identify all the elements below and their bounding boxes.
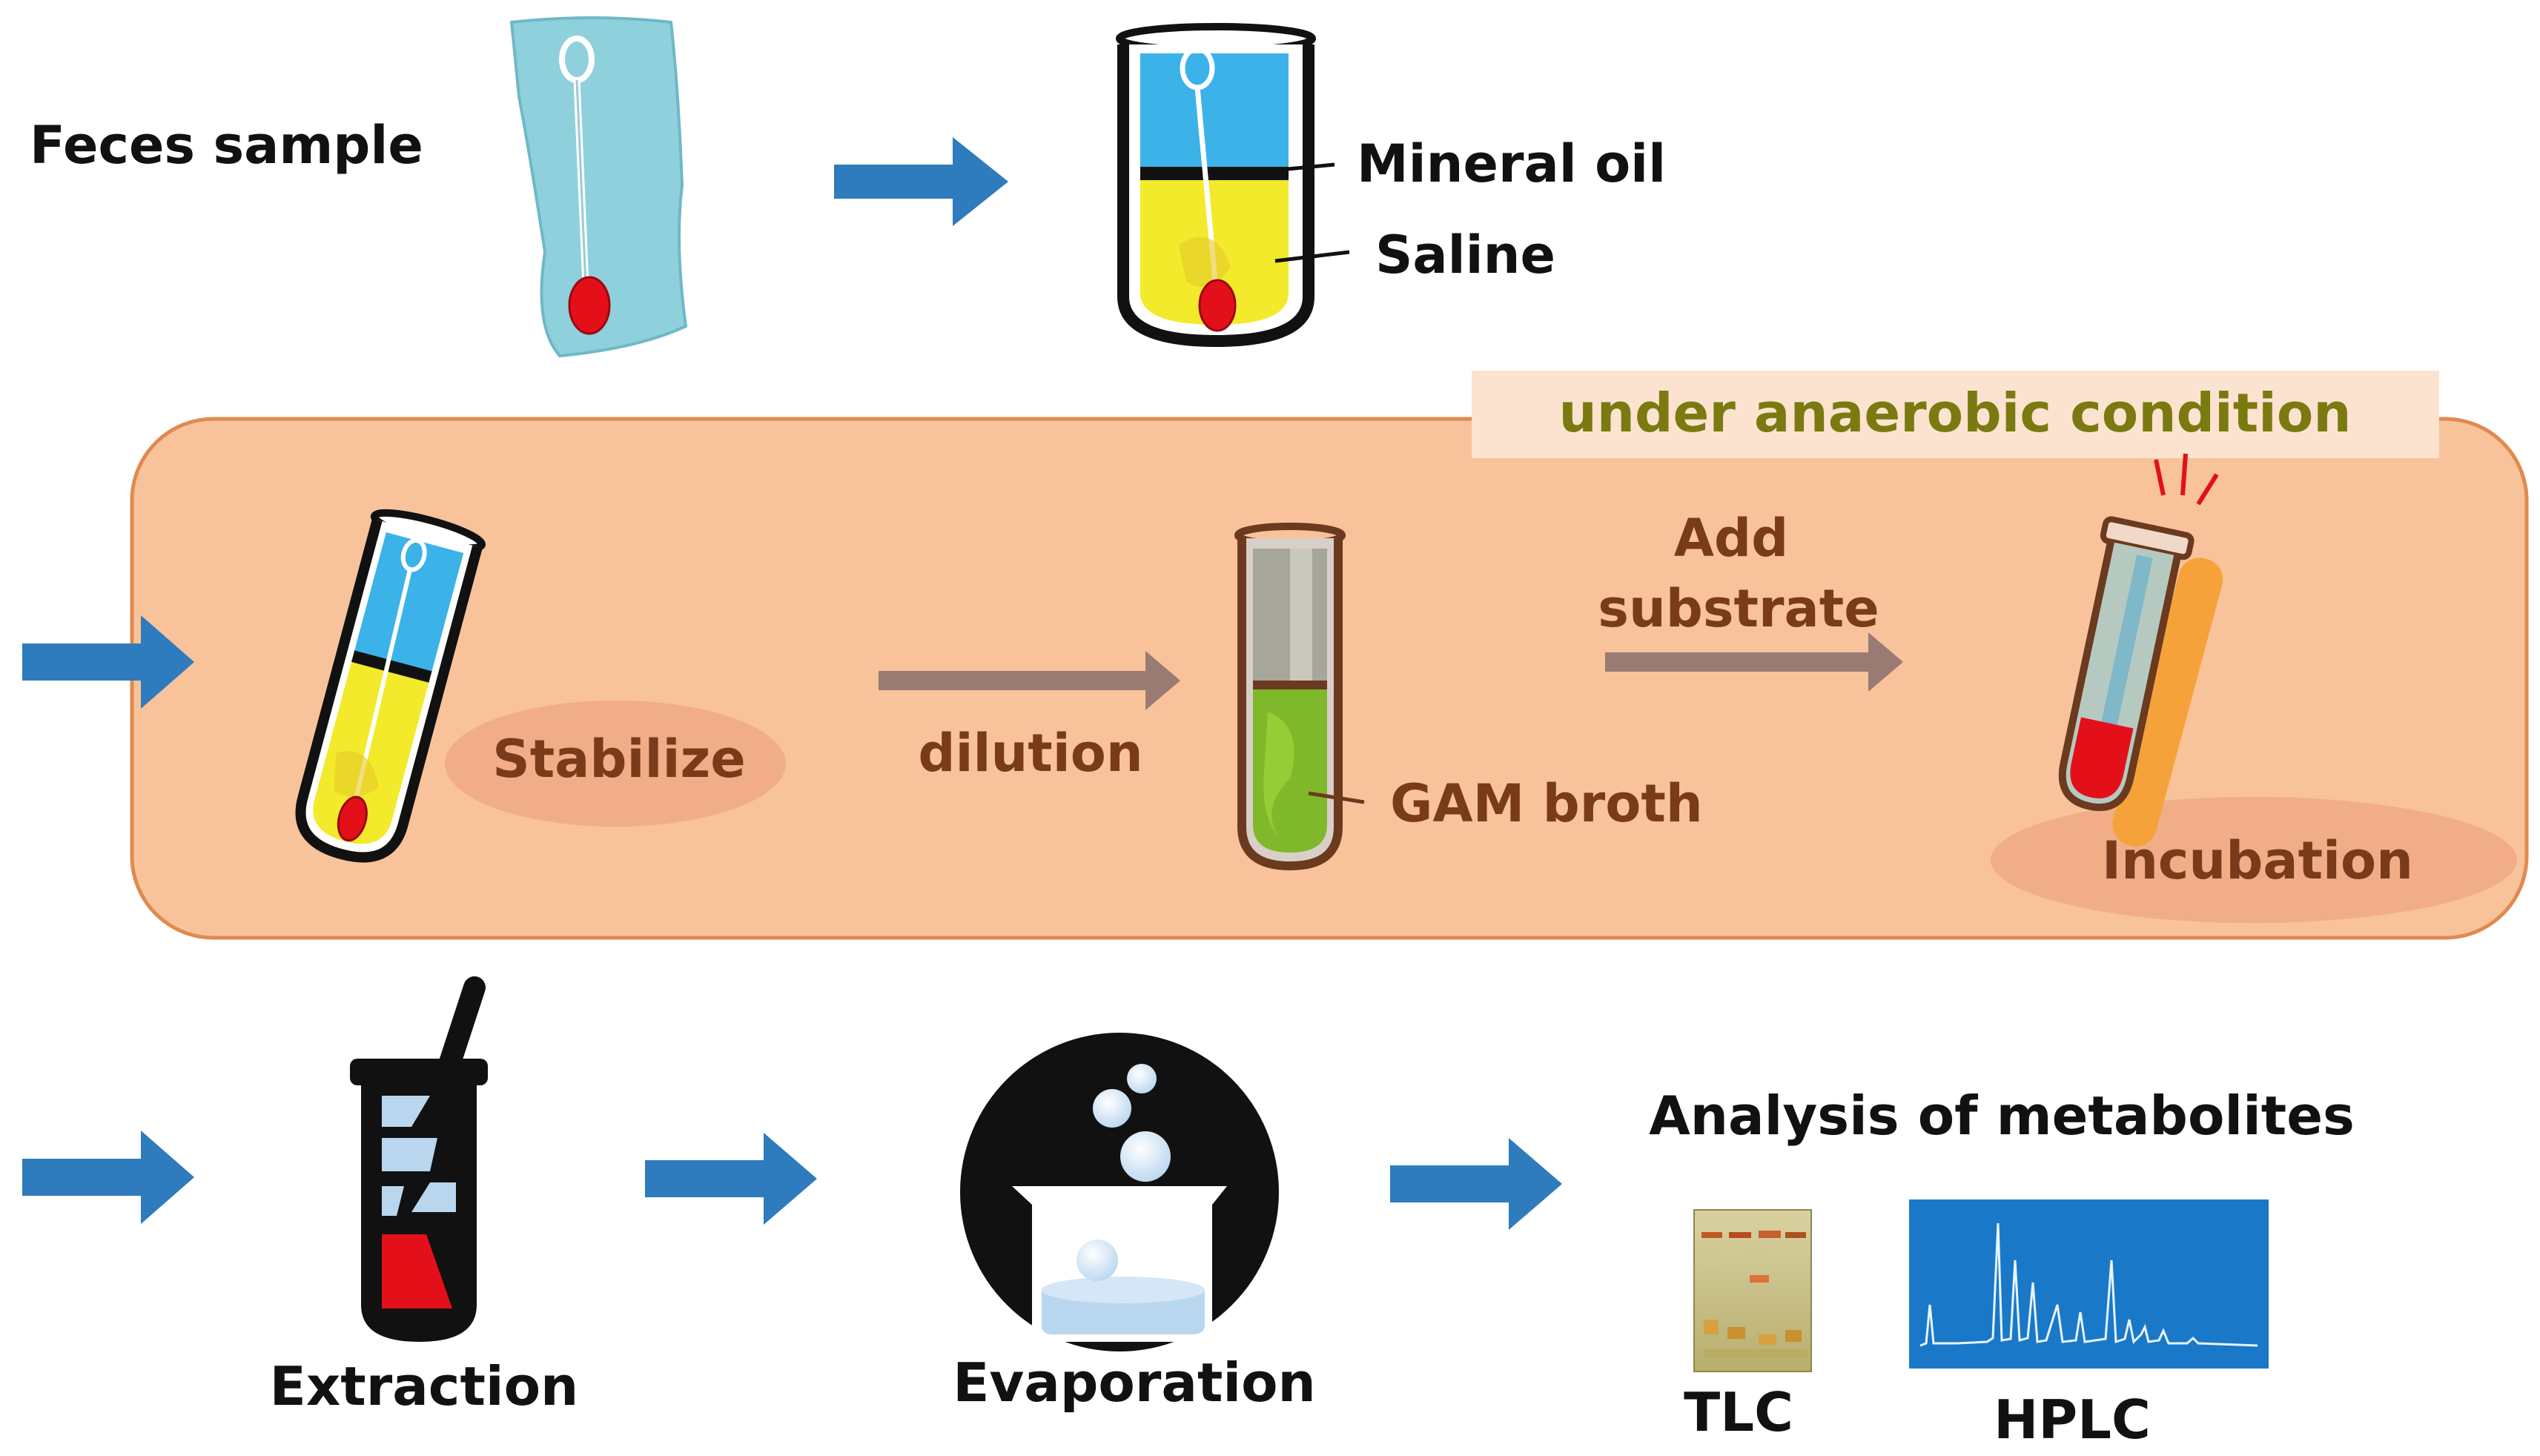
arrow-row3-left bbox=[22, 1131, 194, 1224]
extraction-tube-icon bbox=[350, 976, 488, 1342]
arrow-row1 bbox=[834, 137, 1008, 226]
label-incubation: Incubation bbox=[2102, 830, 2413, 891]
evaporation-icon bbox=[960, 1033, 1279, 1351]
label-evaporation: Evaporation bbox=[953, 1351, 1316, 1414]
label-feces-sample: Feces sample bbox=[30, 115, 423, 176]
label-stabilize: Stabilize bbox=[492, 729, 745, 790]
label-gam-broth: GAM broth bbox=[1390, 773, 1703, 834]
label-dilution: dilution bbox=[918, 723, 1142, 784]
tilted-test-tube-icon bbox=[295, 509, 486, 863]
leader-mineral-oil bbox=[1256, 162, 1335, 174]
arrow-to-evaporation bbox=[645, 1133, 817, 1225]
arrow-into-panel bbox=[22, 615, 194, 709]
tlc-plate-image bbox=[1693, 1209, 1812, 1372]
arrow-add-substrate bbox=[1605, 632, 1903, 692]
label-extraction: Extraction bbox=[270, 1355, 579, 1417]
swab-bag-icon bbox=[509, 16, 688, 358]
label-under-anaerobic: under anaerobic condition bbox=[1558, 382, 2351, 444]
label-hplc: HPLC bbox=[1994, 1389, 2151, 1451]
hplc-chromatogram-image bbox=[1909, 1199, 2269, 1369]
label-analysis: Analysis of metabolites bbox=[1649, 1085, 2355, 1147]
label-tlc: TLC bbox=[1684, 1381, 1793, 1443]
incubation-tube-icon bbox=[2058, 453, 2223, 847]
stabilize-highlight bbox=[445, 701, 786, 827]
leader-gam-broth bbox=[1308, 791, 1365, 804]
label-substrate: substrate bbox=[1598, 578, 1879, 639]
gam-broth-tube-icon bbox=[1234, 523, 1346, 871]
leader-saline bbox=[1274, 250, 1350, 263]
test-tube-oil-saline-icon bbox=[1116, 23, 1316, 348]
arrow-dilution bbox=[879, 651, 1180, 710]
arrow-to-analysis bbox=[1390, 1138, 1562, 1230]
label-mineral-oil: Mineral oil bbox=[1357, 133, 1666, 194]
label-saline: Saline bbox=[1375, 225, 1555, 285]
anaerobic-banner bbox=[1472, 371, 2439, 458]
label-add: Add bbox=[1674, 508, 1788, 569]
